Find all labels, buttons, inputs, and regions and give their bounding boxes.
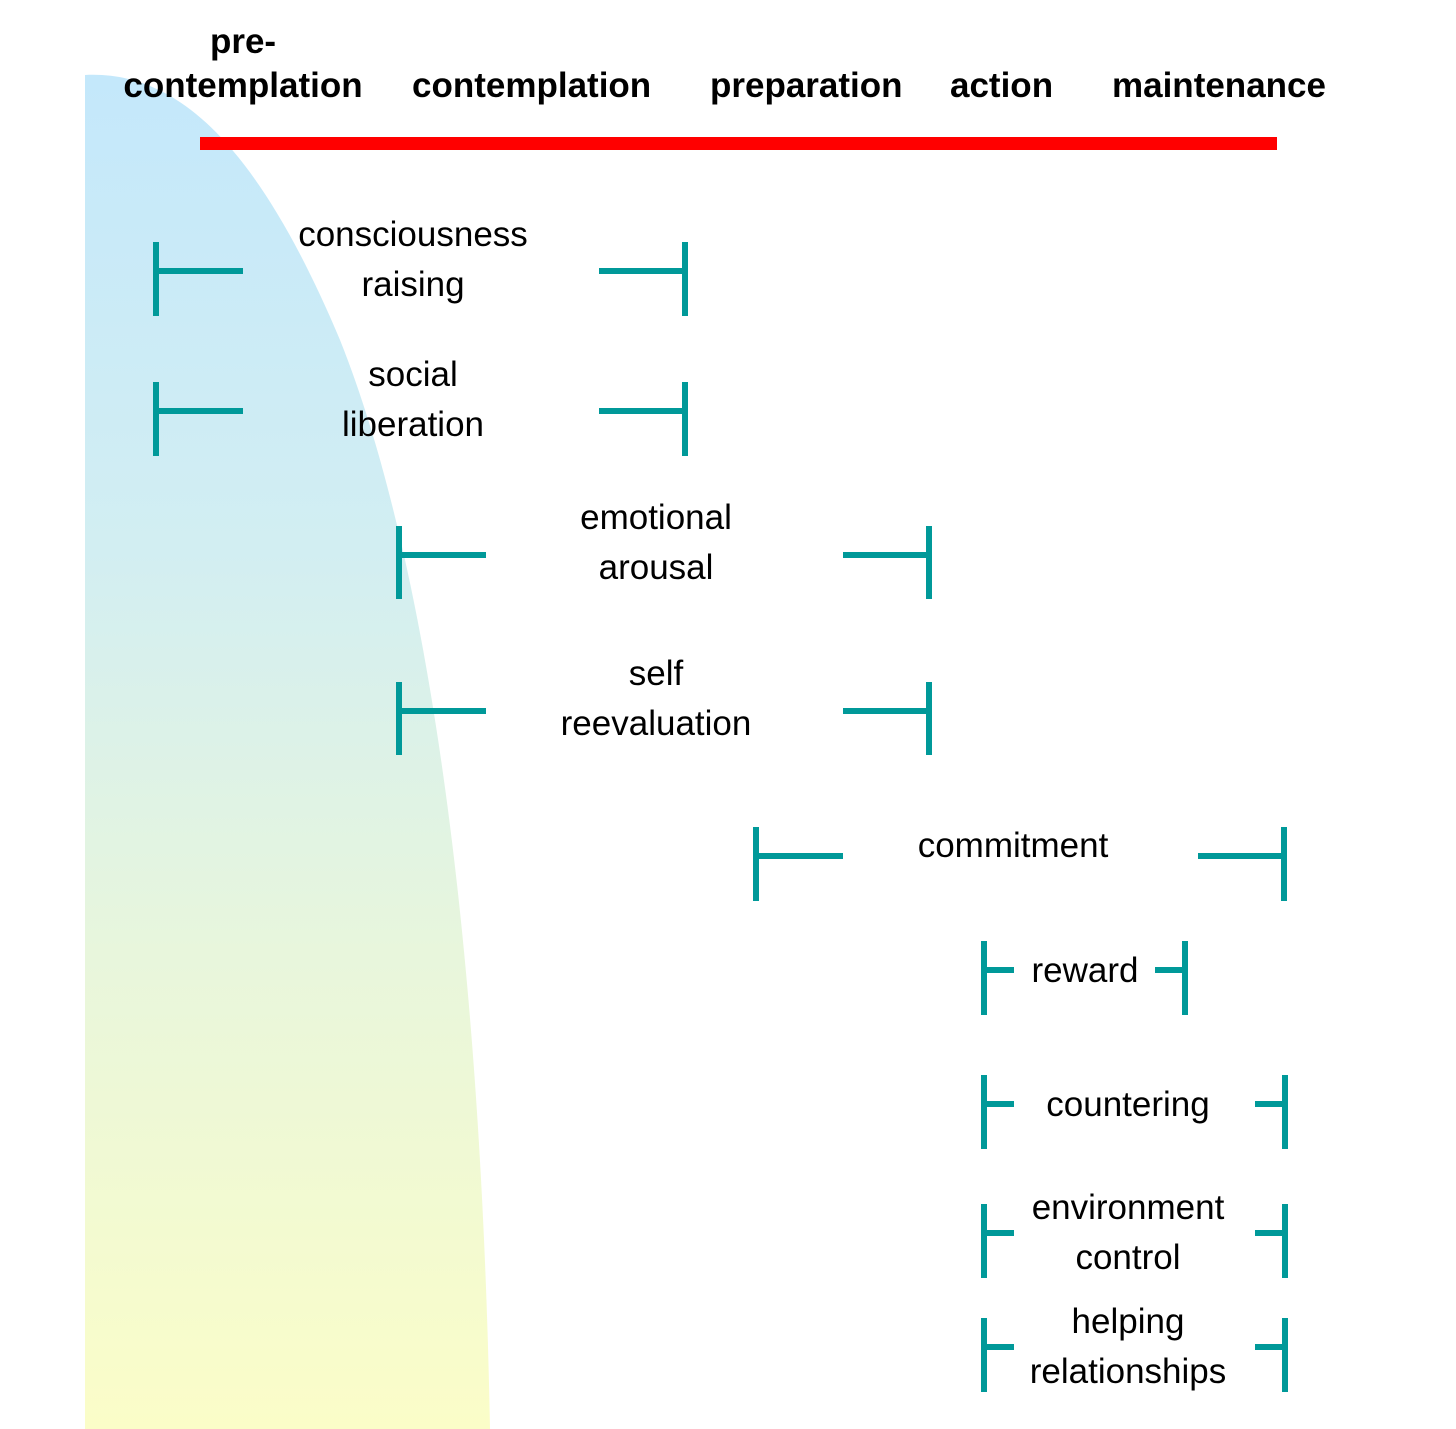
bracket-left-horizontal (396, 552, 486, 558)
process-label-line2: control (1075, 1238, 1181, 1277)
bracket-right-horizontal (1255, 1344, 1288, 1350)
bracket-left-horizontal (396, 708, 486, 714)
stage-maintenance: maintenance (1112, 66, 1326, 105)
process-label: environment control (1032, 1183, 1225, 1283)
bracket-right-vertical (1282, 1075, 1288, 1149)
bracket-right-vertical (682, 382, 688, 456)
stage-contemplation: contemplation (412, 66, 652, 105)
process-label: countering (1046, 1080, 1209, 1130)
bracket-left-horizontal (981, 1344, 1014, 1350)
process-label-line1: self (628, 654, 684, 693)
stage-action: action (950, 66, 1054, 105)
process-label-line2: arousal (598, 548, 714, 587)
process-label-line1: helping (1071, 1302, 1185, 1341)
stage-precontemplation-line2: contemplation (123, 66, 363, 105)
bracket-right-vertical (682, 242, 688, 316)
bracket-left-horizontal (981, 1230, 1014, 1236)
process-label: reward (1032, 946, 1139, 996)
process-label-line1: commitment (917, 826, 1109, 865)
bracket-right-horizontal (843, 552, 931, 558)
bracket-right-vertical (1282, 1204, 1288, 1278)
bracket-right-horizontal (1155, 967, 1188, 973)
stage-precontemplation-line1: pre- (209, 22, 277, 61)
process-label-line1: countering (1046, 1085, 1210, 1124)
bracket-left-vertical (396, 526, 402, 599)
bracket-right-vertical (1182, 941, 1188, 1015)
timeline-bar (200, 137, 1277, 150)
process-label: consciousness raising (298, 210, 528, 310)
bracket-left-horizontal (981, 967, 1014, 973)
bracket-left-vertical (153, 382, 159, 456)
process-label: self reevaluation (561, 649, 752, 749)
process-label-line1: reward (1031, 951, 1139, 990)
process-label-line1: consciousness (298, 215, 528, 254)
process-label: social liberation (342, 350, 484, 450)
bracket-right-horizontal (599, 268, 687, 274)
bracket-left-horizontal (153, 408, 243, 414)
bracket-left-vertical (981, 1075, 987, 1149)
bracket-right-vertical (1281, 827, 1287, 901)
bracket-left-vertical (981, 1318, 987, 1392)
process-label-line2: liberation (341, 405, 485, 444)
bracket-left-vertical (753, 827, 759, 901)
bracket-left-vertical (981, 1204, 987, 1278)
bracket-right-vertical (926, 682, 932, 755)
bracket-right-horizontal (1198, 853, 1286, 859)
process-label: helping relationships (1030, 1297, 1227, 1397)
bracket-right-vertical (1282, 1318, 1288, 1392)
bracket-left-horizontal (753, 853, 843, 859)
bracket-right-horizontal (1255, 1101, 1288, 1107)
process-label: commitment (918, 821, 1109, 871)
bracket-left-vertical (153, 242, 159, 316)
bracket-right-vertical (926, 526, 932, 599)
bracket-left-vertical (396, 682, 402, 755)
process-label-line1: social (368, 355, 458, 394)
bracket-left-horizontal (981, 1101, 1014, 1107)
bracket-left-vertical (981, 941, 987, 1015)
process-label-line2: reevaluation (560, 704, 752, 743)
process-label-line1: emotional (580, 498, 732, 537)
stage-precontemplation: pre- contemplation (112, 20, 374, 108)
bracket-left-horizontal (153, 268, 243, 274)
bracket-right-horizontal (599, 408, 687, 414)
process-label-line1: environment (1031, 1188, 1225, 1227)
bracket-right-horizontal (843, 708, 931, 714)
process-label-line2: raising (361, 265, 465, 304)
process-label-line2: relationships (1029, 1352, 1227, 1391)
bracket-right-horizontal (1255, 1230, 1288, 1236)
process-label: emotional arousal (580, 493, 732, 593)
stage-preparation: preparation (710, 66, 903, 105)
